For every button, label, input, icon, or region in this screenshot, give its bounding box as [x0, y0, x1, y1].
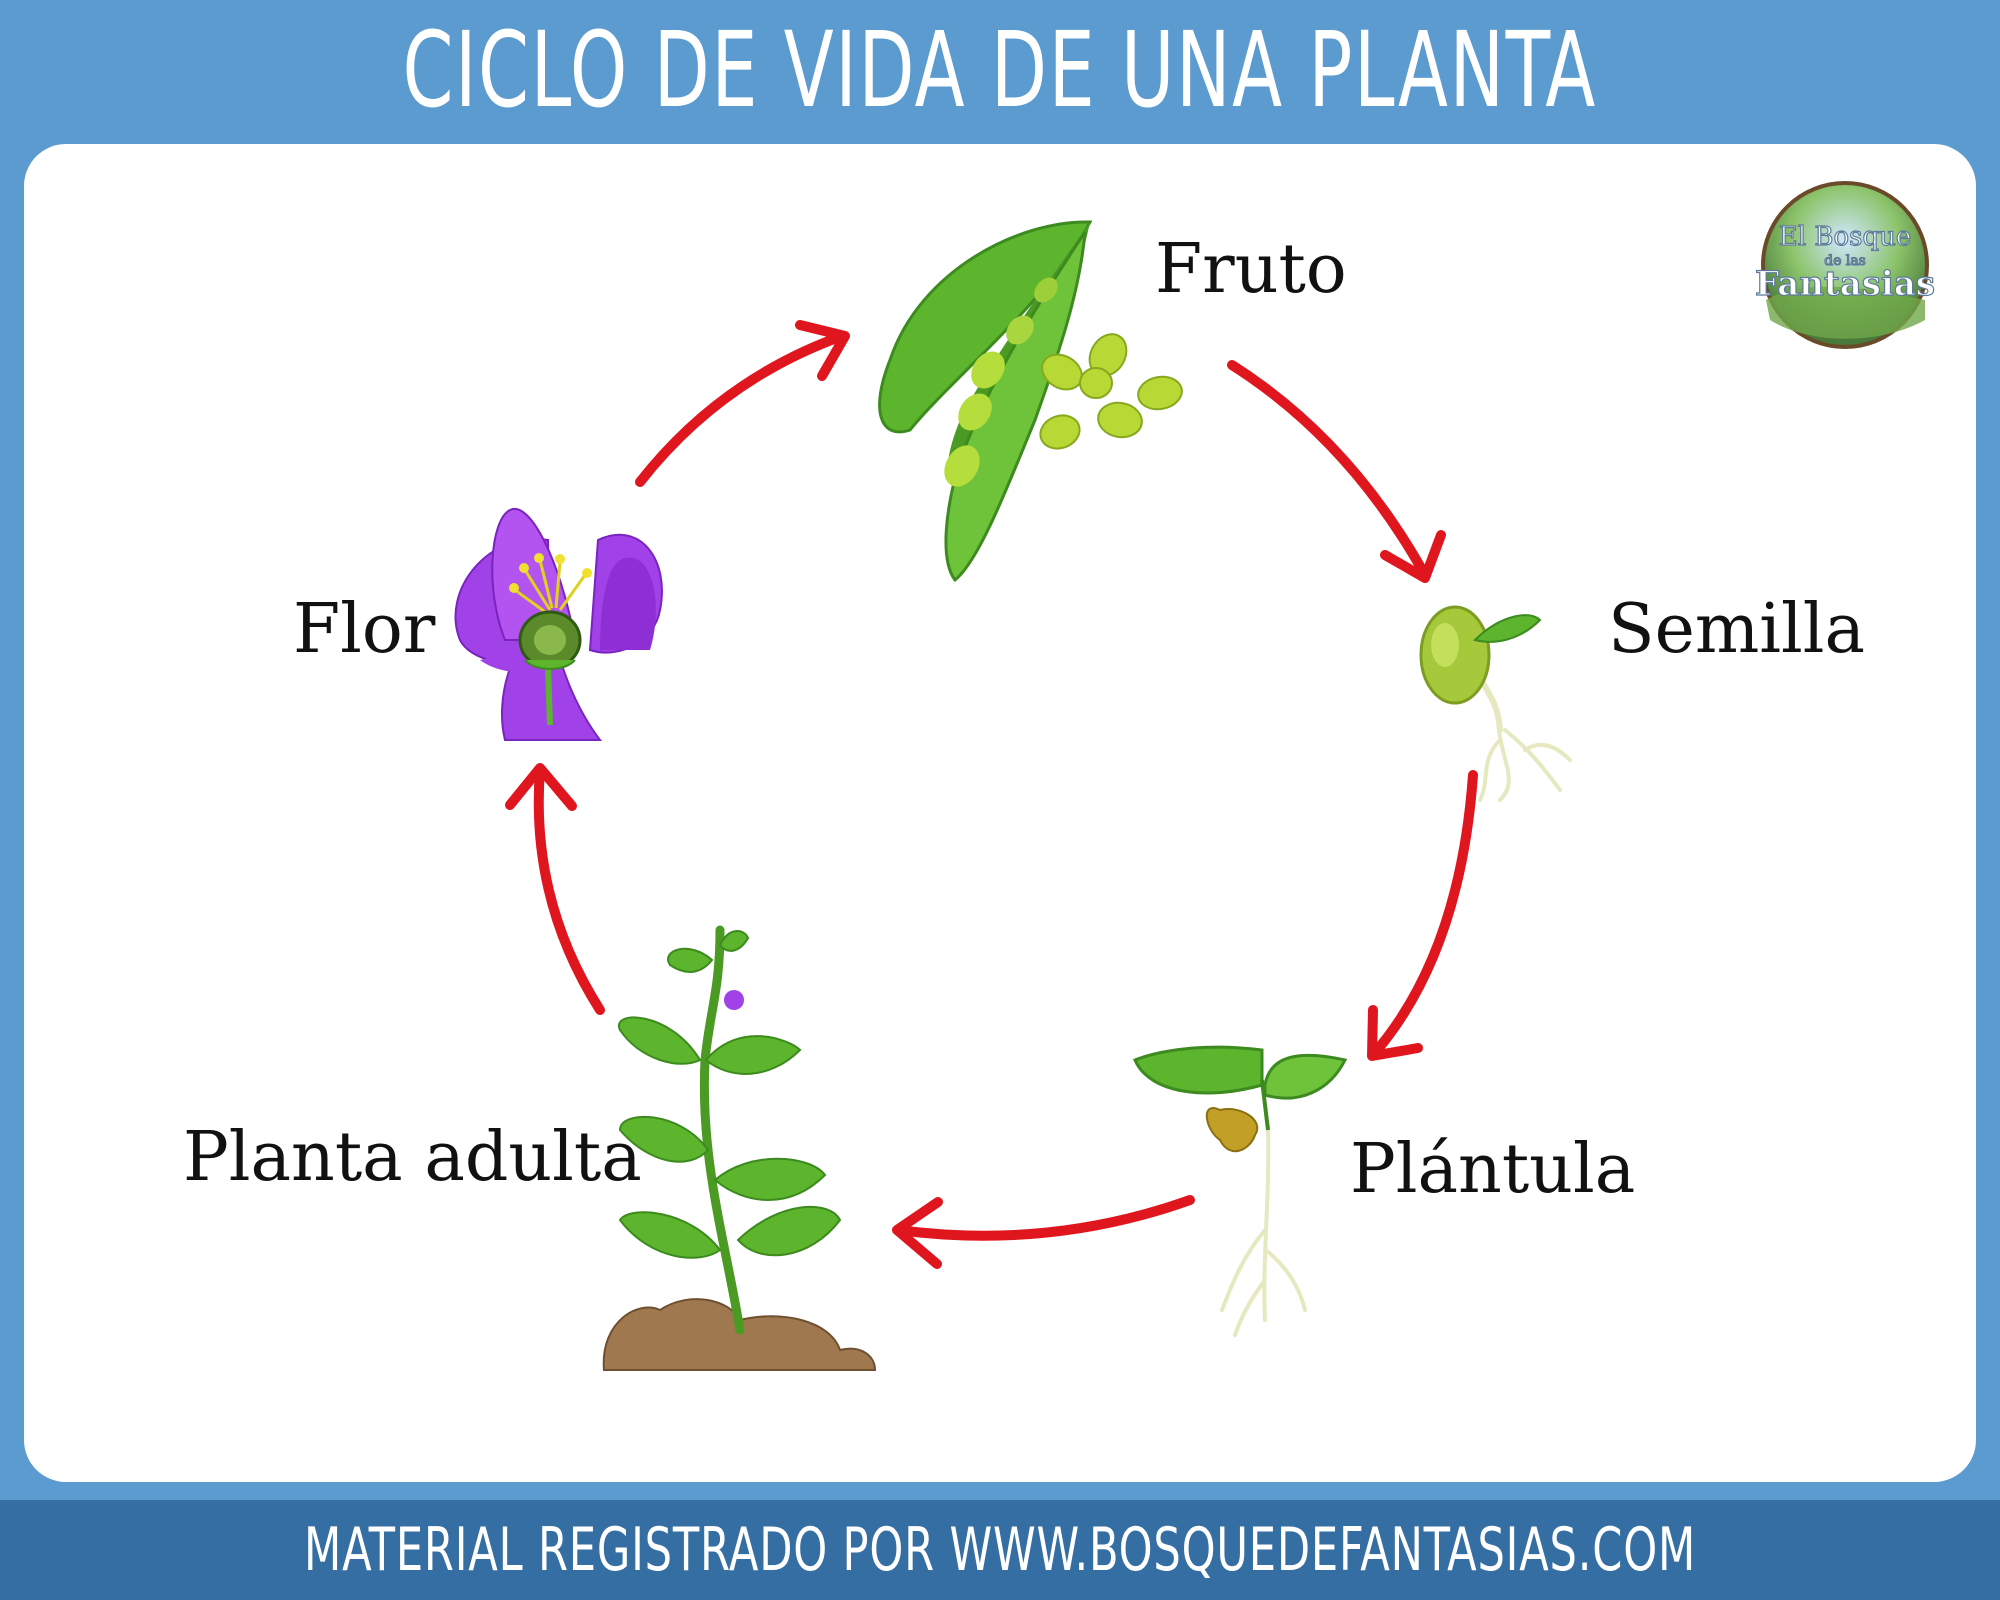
flower-illustration: [454, 507, 663, 741]
arrow-flor-to-fruto: [635, 320, 850, 487]
label-fruto: Fruto: [1155, 230, 1347, 309]
pea-pod-illustration: [878, 220, 1093, 583]
adult-plant-illustration: [602, 925, 877, 1371]
label-planta-adulta: Planta adulta: [183, 1118, 642, 1197]
logo-line-2: de las: [1824, 253, 1866, 269]
label-semilla: Semilla: [1608, 590, 1865, 669]
label-plantula: Plántula: [1350, 1130, 1635, 1209]
logo-line-1: El Bosque: [1779, 222, 1911, 252]
germinating-seed-illustration: [1419, 605, 1572, 802]
bud-icon: [724, 990, 744, 1010]
arrow-plantula-to-adulta: [892, 1195, 1195, 1269]
title-bar: CICLO DE VIDA DE UNA PLANTA: [0, 0, 2000, 140]
brand-logo: El Bosque de las Fantasias: [1754, 181, 1936, 349]
seedling-illustration: [1133, 1045, 1348, 1337]
logo-line-3: Fantasias: [1755, 264, 1935, 304]
page-title: CICLO DE VIDA DE UNA PLANTA: [402, 9, 1598, 131]
label-flor: Flor: [293, 590, 436, 669]
footer-credit: MATERIAL REGISTRADO POR WWW.BOSQUEDEFANT…: [303, 1515, 1697, 1585]
cycle-arrows: [505, 320, 1478, 1269]
arrow-fruto-to-semilla: [1227, 360, 1446, 583]
footer-bar: MATERIAL REGISTRADO POR WWW.BOSQUEDEFANT…: [0, 1500, 2000, 1600]
arrow-adulta-to-flor: [505, 763, 605, 1015]
peas-illustration: [1039, 333, 1183, 450]
arrow-semilla-to-plantula: [1367, 770, 1478, 1061]
